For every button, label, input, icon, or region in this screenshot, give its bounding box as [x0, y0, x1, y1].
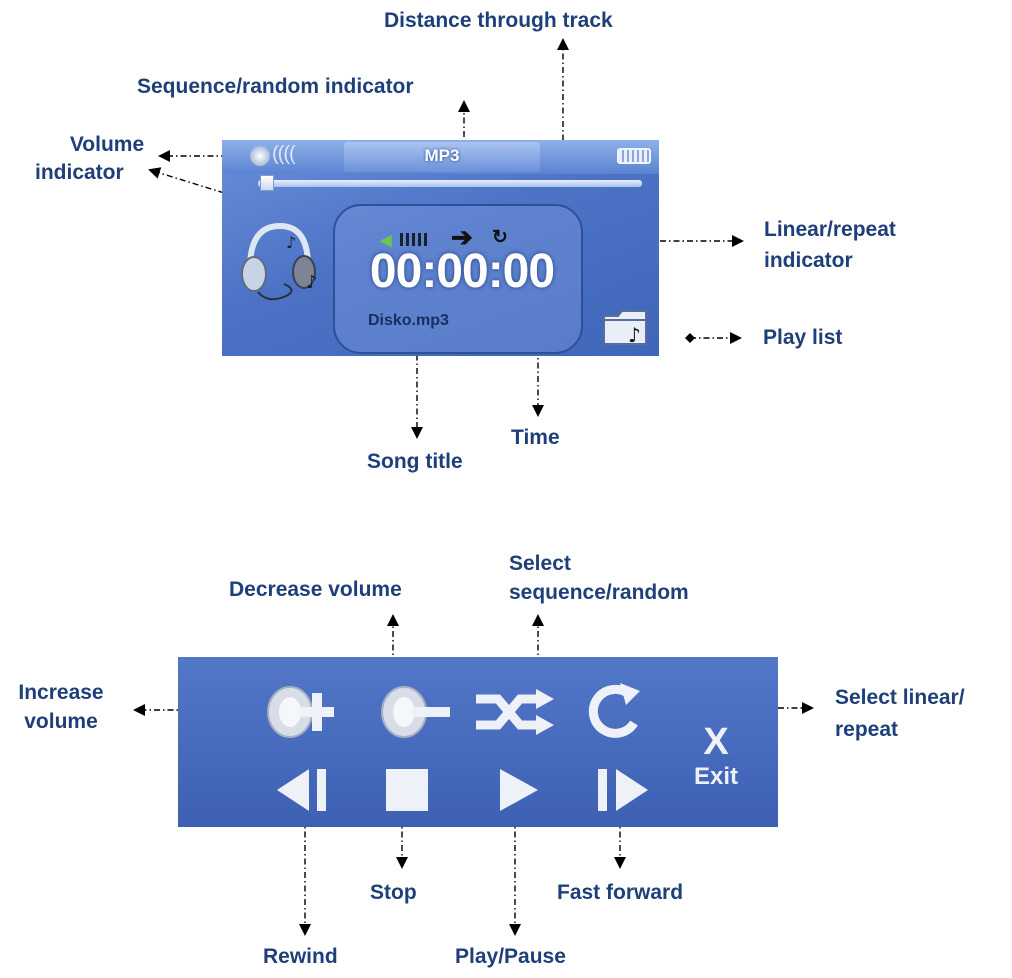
volume-down-icon[interactable]: [374, 683, 452, 741]
label-select-linear-line2: repeat: [835, 718, 899, 741]
time-display: 00:00:00: [369, 245, 555, 298]
arrow-right-icon: ➔: [451, 222, 473, 252]
label-select-linear-line1: Select linear/: [835, 686, 965, 709]
headphones-icon: ♪ ♪: [241, 222, 318, 301]
exit-x-icon[interactable]: X: [703, 721, 729, 763]
svg-text:♪: ♪: [286, 233, 296, 252]
svg-text:♪: ♪: [306, 272, 318, 293]
label-distance-through-track: Distance through track: [384, 9, 613, 32]
label-volume-indicator-line1: Volume: [69, 133, 145, 156]
volume-waves-icon: ((((: [272, 143, 296, 165]
title-box: [344, 142, 540, 172]
label-play-pause: Play/Pause: [455, 945, 566, 968]
label-select-sequence-line1: Select: [509, 552, 571, 575]
repeat-icon: ↻: [492, 227, 508, 248]
repeat-ctl-icon[interactable]: [586, 681, 646, 743]
song-title: Disko.mp3: [368, 312, 449, 329]
progress-knob[interactable]: [260, 175, 274, 191]
label-time: Time: [511, 426, 560, 449]
progress-track[interactable]: [258, 180, 642, 187]
player-screen: MP3 (((( ♪ ♪ ◀ ➔ ↻ 00:00:00 Disko.mp3 ♪: [222, 140, 659, 356]
label-linear-repeat-line1: Linear/repeat: [764, 218, 896, 241]
label-volume-indicator-line2: indicator: [35, 161, 124, 184]
play-icon[interactable]: [498, 767, 540, 813]
label-rewind: Rewind: [263, 945, 338, 968]
svg-text:♪: ♪: [628, 323, 641, 346]
label-decrease-volume: Decrease volume: [229, 578, 402, 601]
folder-icon[interactable]: ♪: [602, 306, 650, 346]
shuffle-icon[interactable]: [474, 687, 556, 737]
volume-level-icon: ◀: [380, 232, 392, 249]
battery-icon: [617, 148, 651, 164]
label-select-sequence-line2: sequence/random: [509, 581, 689, 604]
info-panel: [333, 204, 583, 354]
stop-icon[interactable]: [384, 767, 430, 813]
control-bar: X Exit: [178, 657, 778, 827]
volume-up-icon[interactable]: [260, 683, 336, 741]
label-increase-volume-line1: Increase: [18, 681, 104, 704]
rewind-icon[interactable]: [273, 767, 333, 813]
speaker-icon: [250, 146, 270, 166]
label-play-list: Play list: [763, 326, 843, 349]
label-song-title: Song title: [367, 450, 463, 473]
fast-forward-icon[interactable]: [592, 767, 652, 813]
label-linear-repeat-line2: indicator: [764, 249, 853, 272]
volume-bars: [400, 233, 430, 246]
screen-title: MP3: [424, 146, 460, 165]
label-sequence-random-indicator: Sequence/random indicator: [137, 75, 414, 98]
label-fast-forward: Fast forward: [557, 881, 684, 904]
exit-button-label[interactable]: Exit: [693, 763, 738, 790]
label-stop: Stop: [370, 881, 417, 904]
label-increase-volume-line2: volume: [24, 710, 98, 733]
